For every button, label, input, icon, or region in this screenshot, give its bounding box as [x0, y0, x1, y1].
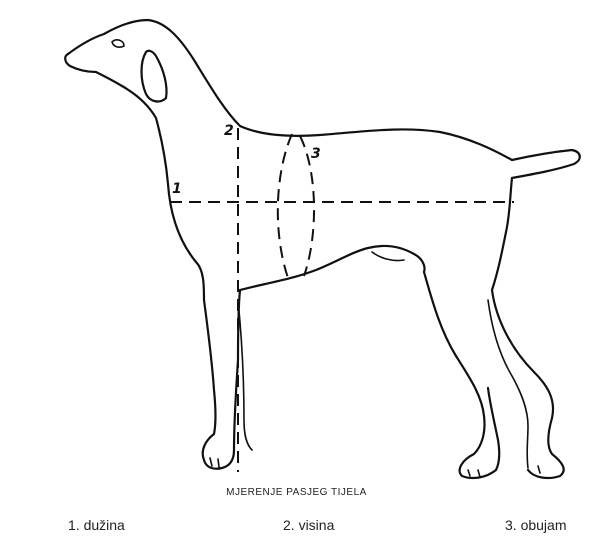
dog-belly [240, 246, 425, 290]
length-marker: 1 [172, 181, 182, 197]
legend-height: 2. visina [283, 517, 334, 533]
dog-outline [65, 20, 580, 478]
dog-belly-detail [372, 252, 404, 261]
legend-length: 1. dužina [68, 517, 125, 533]
dog-tail [512, 150, 580, 178]
dog-eye [112, 40, 124, 47]
dog-muzzle-and-chest [65, 54, 204, 300]
height-marker: 2 [224, 123, 234, 139]
dog-hind-leg-far [488, 300, 528, 468]
dog-ear [142, 51, 167, 102]
girth-measurement-line [278, 134, 314, 278]
dog-front-leg-near [203, 290, 240, 469]
legend-girth: 3. obujam [505, 517, 566, 533]
dog-front-leg-far [238, 300, 252, 450]
diagram-caption: MJERENJE PASJEG TIJELA [0, 487, 593, 498]
girth-marker: 3 [311, 146, 321, 162]
